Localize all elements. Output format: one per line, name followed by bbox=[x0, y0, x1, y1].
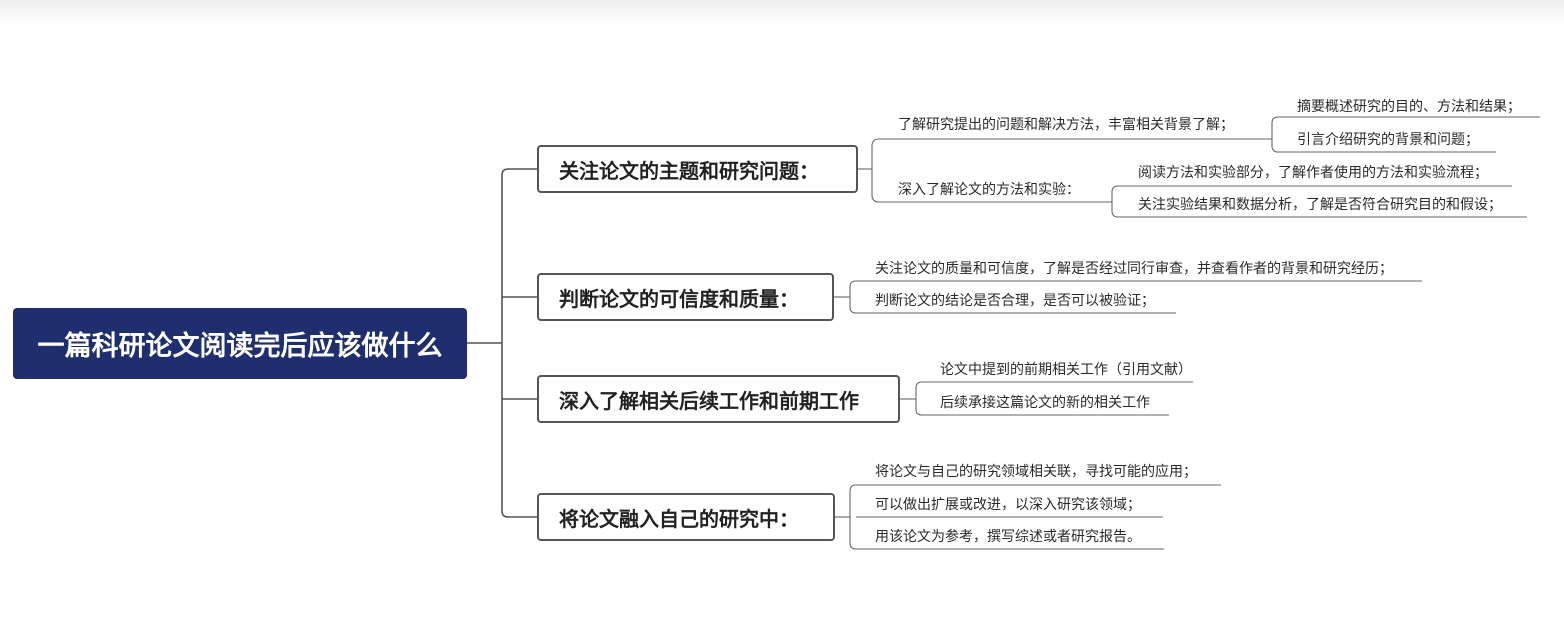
branch-node-4[interactable]: 将论文融入自己的研究中： bbox=[537, 493, 835, 541]
leaf-1-1-2[interactable]: 引言介绍研究的背景和问题； bbox=[1297, 132, 1479, 148]
top-bar bbox=[0, 0, 1564, 26]
leaf-4-1[interactable]: 将论文与自己的研究领域相关联，寻找可能的应用； bbox=[875, 464, 1197, 480]
branch-node-2[interactable]: 判断论文的可信度和质量： bbox=[537, 273, 834, 321]
leaf-3-2[interactable]: 后续承接这篇论文的新的相关工作 bbox=[940, 395, 1150, 411]
leaf-1-1[interactable]: 了解研究提出的问题和解决方法，丰富相关背景了解； bbox=[898, 117, 1234, 133]
leaf-1-2-1[interactable]: 阅读方法和实验部分，了解作者使用的方法和实验流程； bbox=[1138, 165, 1488, 181]
leaf-1-1-1[interactable]: 摘要概述研究的目的、方法和结果； bbox=[1297, 99, 1521, 115]
root-node[interactable]: 一篇科研论文阅读完后应该做什么 bbox=[13, 308, 467, 379]
branch-node-1[interactable]: 关注论文的主题和研究问题： bbox=[537, 145, 858, 193]
trunk-link bbox=[501, 168, 537, 518]
leaf-3-1[interactable]: 论文中提到的前期相关工作（引用文献） bbox=[940, 362, 1192, 378]
branch-2-bracket bbox=[849, 280, 857, 314]
sub-bracket-1-1 bbox=[1271, 116, 1279, 153]
branch-3-bracket bbox=[915, 381, 923, 416]
sub-bracket-1-2 bbox=[1111, 185, 1119, 218]
leaf-2-1[interactable]: 关注论文的质量和可信度，了解是否经过同行审查，并查看作者的背景和研究经历； bbox=[875, 261, 1393, 277]
leaf-4-2[interactable]: 可以做出扩展或改进，以深入研究该领域； bbox=[875, 497, 1141, 513]
leaf-1-2[interactable]: 深入了解论文的方法和实验： bbox=[898, 182, 1080, 198]
leaf-2-2[interactable]: 判断论文的结论是否合理，是否可以被验证； bbox=[875, 293, 1155, 309]
branch-1-bracket bbox=[871, 138, 880, 203]
leaf-4-3[interactable]: 用该论文为参考，撰写综述或者研究报告。 bbox=[875, 529, 1141, 545]
leaf-1-2-2[interactable]: 关注实验结果和数据分析，了解是否符合研究目的和假设； bbox=[1138, 197, 1502, 213]
branch-4-bracket bbox=[849, 484, 857, 550]
branch-node-3[interactable]: 深入了解相关后续工作和前期工作 bbox=[537, 375, 900, 423]
